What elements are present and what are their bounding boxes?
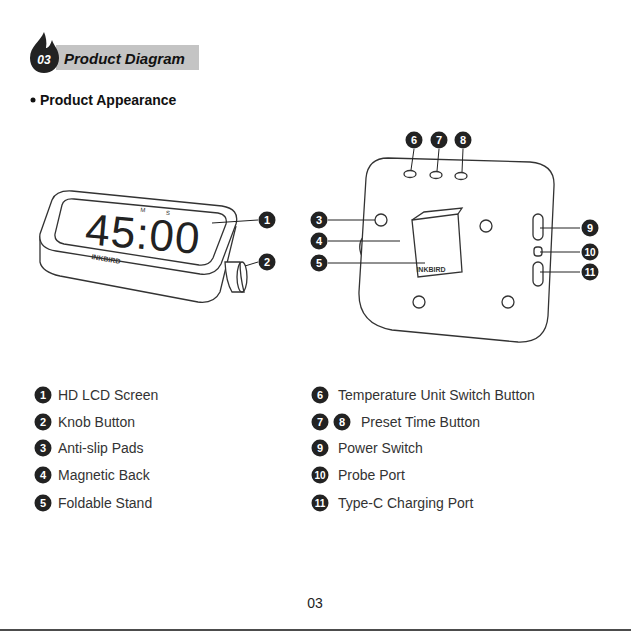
callout-number: 2 [259, 254, 276, 271]
callout-number: 3 [35, 440, 52, 457]
part-name: Knob Button [58, 415, 135, 429]
lcd-digits: 45:00 [84, 207, 203, 261]
part-name: Type-C Charging Port [338, 496, 473, 510]
section-number: 03 [37, 54, 50, 66]
callout-number: 3 [311, 212, 328, 229]
subheading: Product Appearance [40, 93, 176, 107]
callout-number: 5 [311, 255, 328, 272]
front-device [40, 191, 247, 302]
callout-number: 7 [312, 414, 329, 431]
callout-number: 4 [311, 233, 328, 250]
leader-lines [212, 149, 580, 272]
callout-number: 7 [431, 132, 448, 149]
callout-number: 8 [334, 414, 351, 431]
part-name: HD LCD Screen [58, 388, 158, 402]
callout-number: 11 [582, 264, 599, 281]
part-name: Preset Time Button [361, 415, 480, 429]
callout-number: 8 [455, 132, 472, 149]
part-name: Power Switch [338, 441, 423, 455]
title-banner [56, 45, 199, 70]
part-name: Temperature Unit Switch Button [338, 388, 535, 402]
callout-number: 10 [312, 467, 329, 484]
callout-number: 2 [35, 414, 52, 431]
callout-number: 10 [582, 244, 599, 261]
callout-number: 6 [406, 132, 423, 149]
callout-number: 1 [35, 387, 52, 404]
callout-number: 9 [582, 220, 599, 237]
part-name: Anti-slip Pads [58, 441, 144, 455]
bullet [31, 98, 36, 103]
flame-icon [30, 32, 59, 73]
bottom-rule [0, 629, 631, 631]
callout-number: 1 [259, 212, 276, 229]
brand-mark: INKBIRD [416, 266, 445, 273]
back-device [359, 158, 554, 342]
callout-number: 4 [35, 467, 52, 484]
callout-number: 9 [312, 440, 329, 457]
section-title: Product Diagram [64, 50, 185, 65]
callout-number: 11 [312, 495, 329, 512]
callout-number: 5 [35, 495, 52, 512]
callout-number: 6 [312, 387, 329, 404]
part-name: Foldable Stand [58, 496, 152, 510]
part-name: Probe Port [338, 468, 405, 482]
part-name: Magnetic Back [58, 468, 150, 482]
page-number: 03 [307, 596, 323, 610]
